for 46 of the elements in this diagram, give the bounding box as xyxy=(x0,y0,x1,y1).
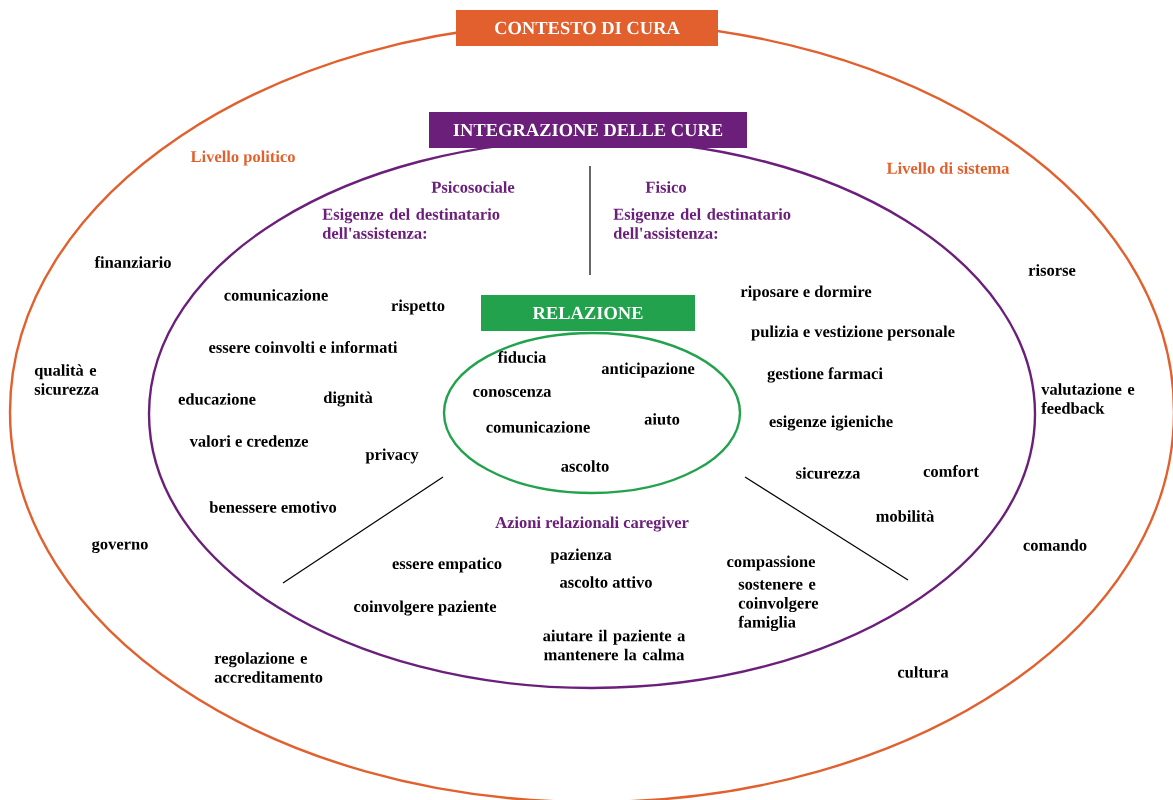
label-text: riposare e dormire xyxy=(740,285,872,301)
label-text: privacy xyxy=(365,448,419,464)
label-text: anticipazione xyxy=(601,362,695,378)
heading-box: INTEGRAZIONE DELLE CURE xyxy=(429,112,747,148)
label-text: essere empatico xyxy=(392,557,502,573)
label-text: ascolto attivo xyxy=(560,576,652,588)
label-text: risorse xyxy=(1028,264,1076,276)
label-text: qualità e sicurezza xyxy=(34,364,99,395)
label-text: gestione farmaci xyxy=(767,367,883,383)
label-text: comando xyxy=(1023,539,1087,551)
label-text: coinvolgere paziente xyxy=(354,600,497,616)
label-text: comunicazione xyxy=(486,421,590,433)
label-text: comfort xyxy=(923,465,979,477)
label-text: valori e credenze xyxy=(189,435,308,447)
label-text: sicurezza xyxy=(796,467,861,479)
label-text: comunicazione xyxy=(224,289,328,301)
label-text: fiducia xyxy=(497,351,547,363)
section-heading: Esigenze del destinatario dell'assistenza: xyxy=(322,208,500,239)
label-text: governo xyxy=(92,540,148,554)
label-text: educazione xyxy=(178,393,256,405)
label-text: dignità xyxy=(323,391,373,407)
label-text: pazienza xyxy=(550,548,612,564)
heading-box: CONTESTO DI CURA xyxy=(456,10,718,46)
label-text: cultura xyxy=(897,666,949,678)
label-text: aiutare il paziente a mantenere la calma xyxy=(543,629,686,661)
label-text: ascolto xyxy=(561,460,609,472)
label-text: aiuto xyxy=(644,413,680,425)
label-text: rispetto xyxy=(391,299,445,315)
section-heading: Livello di sistema xyxy=(886,162,1010,174)
label-text: compassione xyxy=(727,555,816,571)
section-heading: Livello politico xyxy=(190,150,295,166)
label-text: mobilità xyxy=(876,510,935,522)
label-text: essere coinvolti e informati xyxy=(209,341,398,353)
label-text: finanziario xyxy=(94,256,171,268)
label-text: pulizia e vestizione personale xyxy=(751,325,955,341)
heading-box: RELAZIONE xyxy=(481,295,695,331)
label-text: sostenere e coinvolgere famiglia xyxy=(738,580,819,632)
section-heading: Azioni relazionali caregiver xyxy=(495,516,689,532)
label-text: regolazione e accreditamento xyxy=(214,652,323,683)
section-heading: Fisico xyxy=(645,181,686,193)
section-heading: Psicosociale xyxy=(431,181,515,193)
section-heading: Esigenze del destinatario dell'assistenza: xyxy=(613,208,791,239)
label-text: conoscenza xyxy=(473,389,552,397)
label-text: esigenze igieniche xyxy=(769,415,893,431)
label-text: valutazione e feedback xyxy=(1041,383,1135,414)
label-text: benessere emotivo xyxy=(209,501,337,513)
